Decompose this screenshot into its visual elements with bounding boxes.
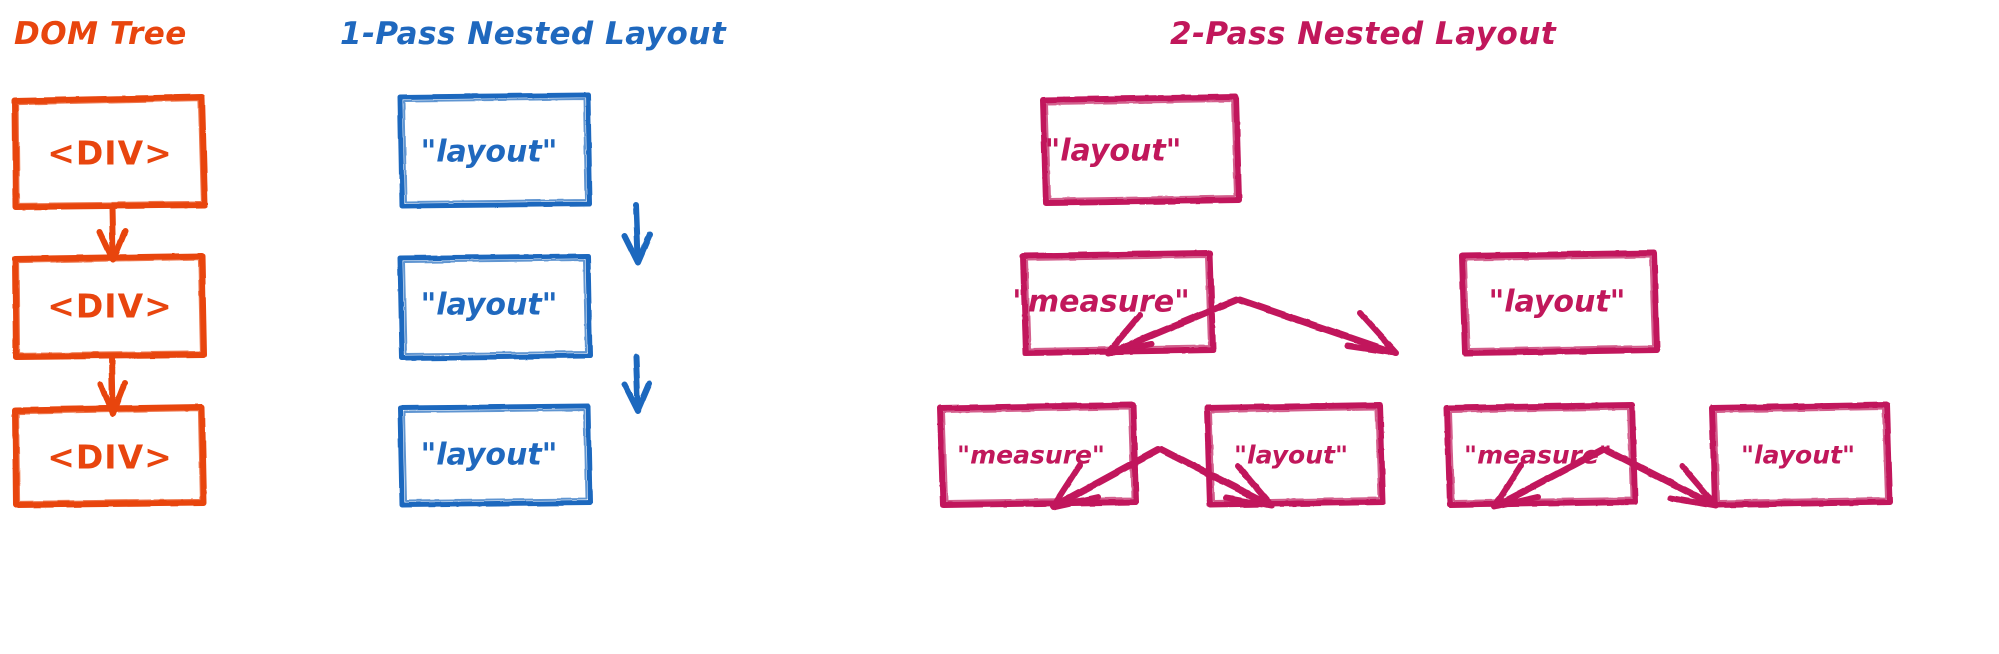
two-pass-node-box-root[interactable]: [1040, 94, 1242, 206]
one-pass-edge-arrow-1: [622, 202, 653, 265]
dom-node-label-3: <DIV>: [47, 437, 173, 477]
dom-node-box-1[interactable]: [12, 94, 208, 210]
two-pass-node-box-layout-3[interactable]: [1709, 402, 1893, 508]
two-pass-node-box-measure-2[interactable]: [937, 402, 1139, 508]
two-pass-edge-root-right: [1236, 296, 1399, 356]
one-pass-node-box-3[interactable]: [397, 403, 593, 508]
two-pass-node-label-measure-2: "measure": [957, 440, 1105, 470]
one-pass-group: [397, 92, 653, 508]
two-pass-node-label-root: "layout": [1044, 133, 1182, 169]
one-pass-node-label-3: "layout": [420, 437, 558, 473]
dom-edge-arrow-2: [98, 354, 128, 417]
one-pass-title: 1-Pass Nested Layout: [340, 16, 727, 52]
one-pass-node-box-2[interactable]: [397, 253, 593, 361]
dom-node-label-1: <DIV>: [47, 133, 173, 173]
dom-node-box-3[interactable]: [12, 404, 207, 508]
two-pass-node-label-measure-1: "measure": [1012, 284, 1190, 320]
one-pass-edge-arrow-2: [622, 354, 653, 414]
dom-tree-group: [12, 94, 208, 508]
two-pass-node-box-layout-2[interactable]: [1204, 402, 1386, 508]
one-pass-node-label-2: "layout": [420, 287, 558, 323]
one-pass-node-box-1[interactable]: [397, 92, 593, 209]
two-pass-node-label-layout-3: "layout": [1741, 440, 1855, 470]
dom-tree-title: DOM Tree: [14, 16, 187, 52]
dom-node-box-2[interactable]: [12, 253, 207, 360]
two-pass-node-label-layout-1: "layout": [1488, 284, 1626, 320]
two-pass-group: [937, 94, 1893, 510]
two-pass-node-box-layout-1[interactable]: [1459, 250, 1660, 356]
two-pass-title: 2-Pass Nested Layout: [1170, 16, 1557, 52]
dom-edge-arrow-1: [97, 204, 128, 263]
two-pass-node-box-measure-1[interactable]: [1020, 250, 1216, 356]
two-pass-node-label-measure-3: "measure": [1464, 440, 1612, 470]
two-pass-node-label-layout-2: "layout": [1234, 440, 1348, 470]
two-pass-node-box-measure-3[interactable]: [1444, 402, 1638, 508]
dom-node-label-2: <DIV>: [47, 286, 173, 326]
one-pass-node-label-1: "layout": [420, 134, 558, 170]
